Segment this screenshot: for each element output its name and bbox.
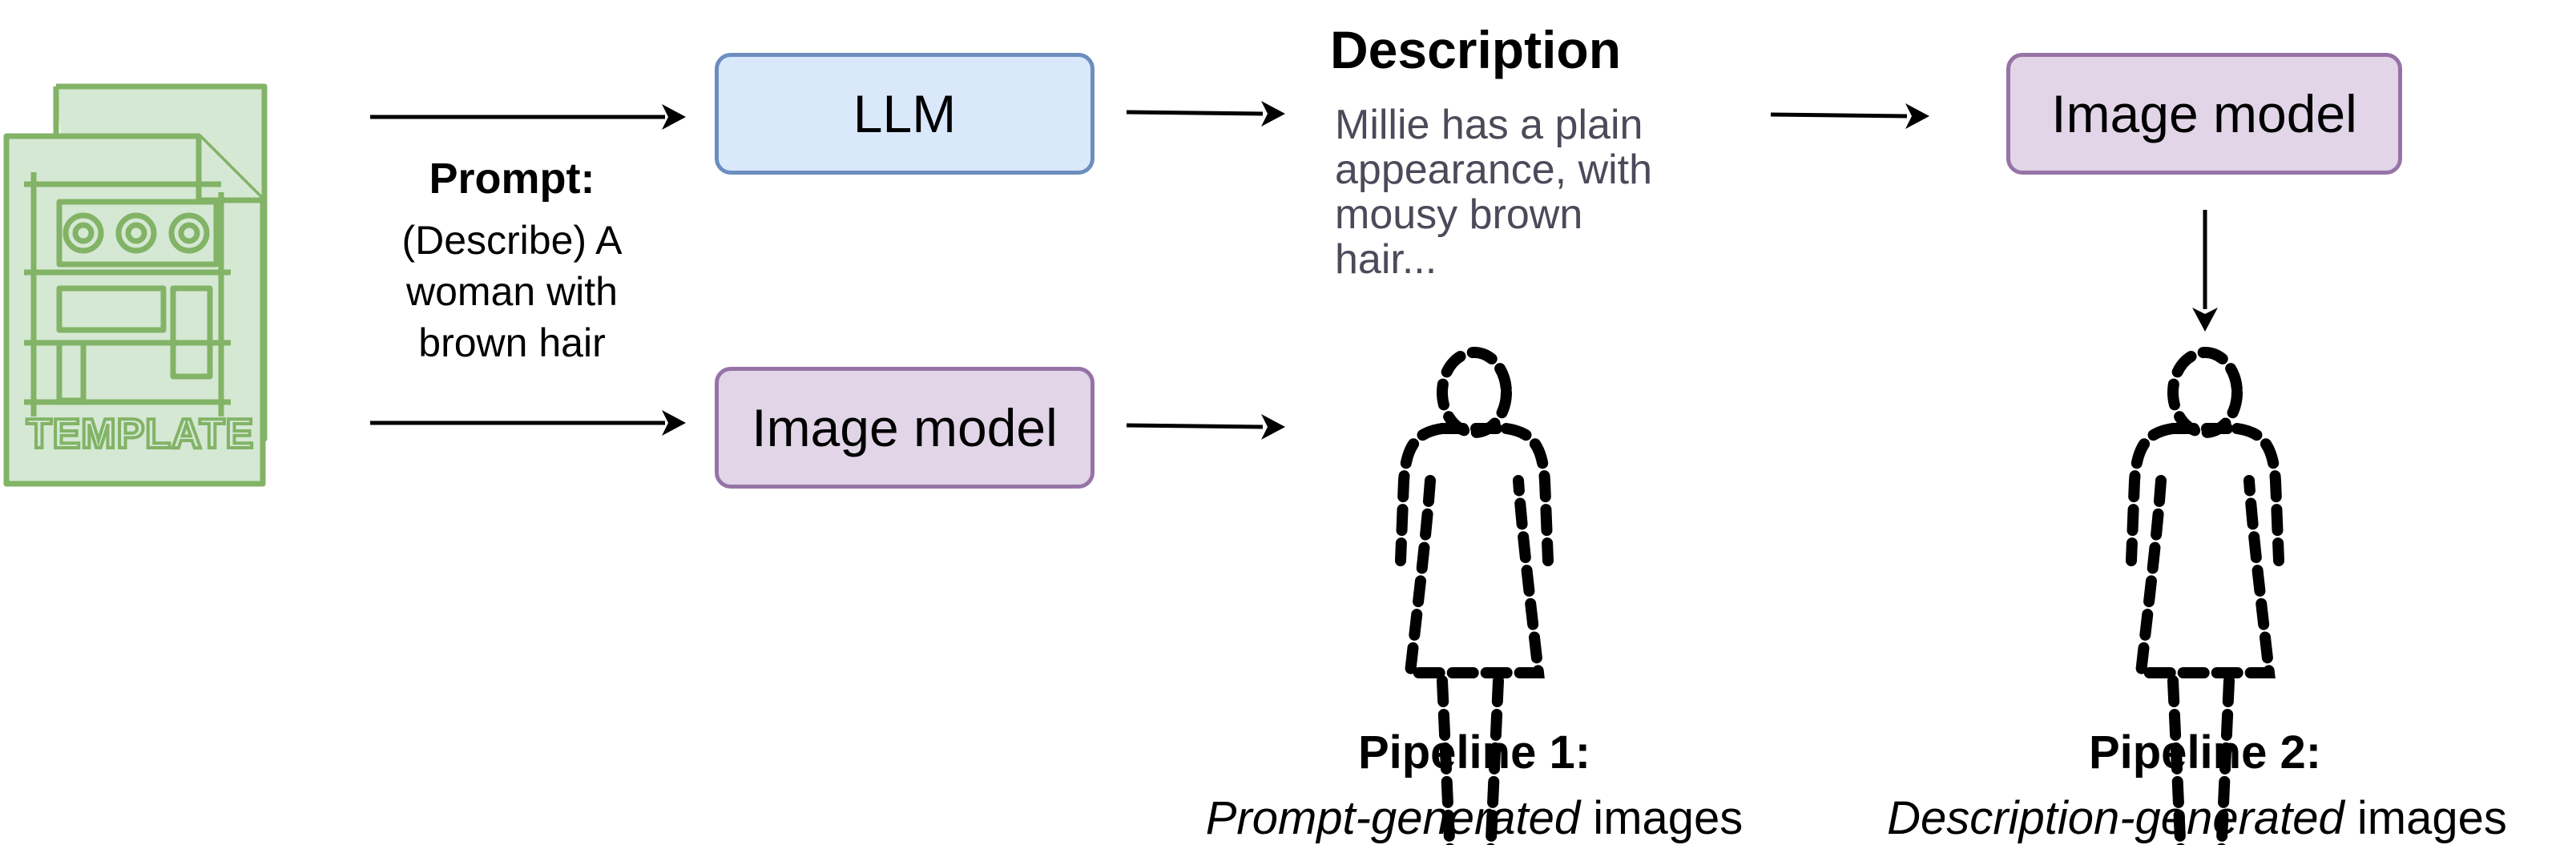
pipeline-1-title: Pipeline 1:	[1357, 726, 1591, 779]
llm-box-label: LLM	[853, 84, 957, 143]
pipeline-1-subtitle-rest: images	[1580, 792, 1744, 844]
pipeline-2-subtitle-rest: images	[2344, 792, 2507, 844]
description-text-line: hair...	[1335, 236, 1437, 283]
pipeline-1-subtitle: Prompt-generated images	[1122, 791, 1827, 845]
description-text: Millie has a plain appearance, with mous…	[1335, 103, 1752, 282]
description-text-line: Millie has a plain	[1335, 102, 1643, 148]
description-text-line: appearance, with	[1335, 147, 1653, 193]
arrow-llm-to-description	[1126, 110, 1264, 116]
image-model-box-1: Image model	[715, 367, 1094, 489]
description-text-line: mousy brown	[1335, 191, 1583, 238]
arrow-description-to-image-model	[1770, 112, 1908, 119]
image-model-box-1-label: Image model	[752, 398, 1058, 457]
description-heading: Description	[1330, 20, 1622, 79]
image-model-box-2-label: Image model	[2051, 84, 2357, 143]
template-document-icon	[3, 83, 268, 487]
prompt-text-line: (Describe) A	[401, 218, 623, 263]
template-icon-label: TEMPLATE	[25, 409, 255, 459]
llm-box: LLM	[715, 53, 1094, 175]
prompt-text-line: brown hair	[418, 320, 606, 365]
dashed-woman-figure-1-icon	[1395, 347, 1554, 845]
pipeline-2-subtitle-italic: Description-generated	[1887, 792, 2344, 844]
pipeline-2-subtitle: Description-generated images	[1828, 791, 2566, 845]
pipeline-1-subtitle-italic: Prompt-generated	[1205, 792, 1581, 844]
prompt-heading: Prompt:	[429, 155, 595, 203]
dashed-woman-figure-2-icon	[2126, 347, 2284, 845]
prompt-text-line: woman with	[406, 269, 618, 314]
arrow-image-model-to-figure	[1126, 423, 1264, 429]
image-model-box-2: Image model	[2006, 53, 2402, 175]
prompt-text: (Describe) A woman with brown hair	[340, 215, 684, 368]
pipeline-2-title: Pipeline 2:	[2088, 726, 2322, 779]
